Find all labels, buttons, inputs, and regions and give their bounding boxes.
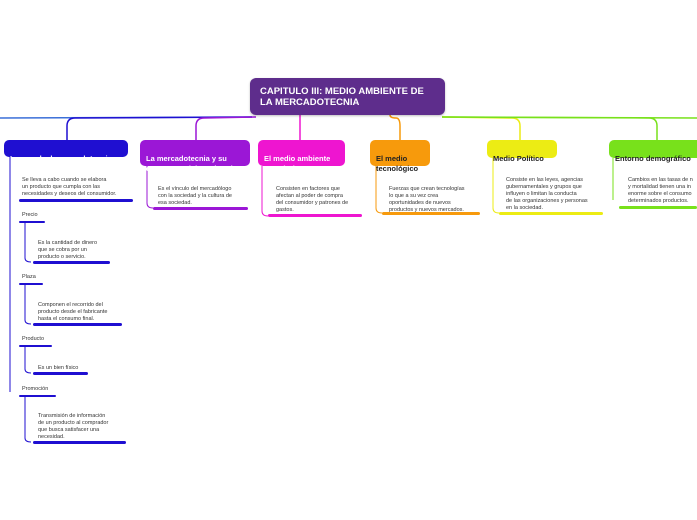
main-topic-label: El medio ambiente económico [264, 154, 331, 173]
connector-sub-promocion [24, 396, 32, 443]
description-underline [33, 261, 110, 264]
description-mezcla[interactable]: Se lleva a cabo cuando se elabora un pro… [22, 177, 117, 197]
main-topic-label: Entorno demográfico [615, 154, 691, 163]
main-topic-economico[interactable]: El medio ambiente económico [258, 140, 345, 173]
main-topic-politico[interactable]: Medio Político [487, 140, 557, 163]
subtopic-desc-precio[interactable]: Es la cantidad de dinero que se cobra po… [38, 240, 98, 260]
connector-sub-producto [24, 346, 32, 374]
description-underline [619, 206, 697, 209]
description-underline [33, 323, 122, 326]
connector-branch-5 [441, 116, 521, 140]
connector-desc-5 [492, 158, 500, 214]
main-topic-mezcla[interactable]: La mezcla de mercadotecnia [4, 140, 128, 163]
description-underline [19, 199, 133, 202]
main-topic-tecnologico[interactable]: El medio tecnológico [370, 140, 430, 173]
main-topic-label: La mezcla de mercadotecnia [10, 154, 112, 163]
description-underline [33, 372, 88, 375]
subtopic-underline [19, 221, 45, 223]
subtopic-underline [19, 345, 52, 347]
subtopic-underline [19, 283, 43, 285]
connector-desc-3 [261, 166, 269, 217]
subtopic-plaza[interactable]: Plaza [22, 274, 36, 280]
description-demografico[interactable]: Cambios en las tasas de n y mortalidad t… [628, 177, 693, 204]
central-topic[interactable]: CAPITULO III: MEDIO AMBIENTE DE LA MERCA… [250, 78, 445, 115]
subtopic-desc-promocion[interactable]: Transmisión de información de un product… [38, 413, 109, 440]
connector-sub-precio [24, 222, 32, 263]
central-topic-label: CAPITULO III: MEDIO AMBIENTE DE LA MERCA… [260, 86, 424, 108]
main-topic-label: El medio tecnológico [376, 154, 419, 173]
connector-branch-6 [441, 116, 658, 140]
main-topic-social-cultural[interactable]: La mercadotecnia y su entorno social y c… [140, 140, 250, 173]
main-topic-label: Medio Político [493, 154, 544, 163]
connector-desc-2 [146, 166, 154, 209]
subtopic-desc-plaza[interactable]: Componen el recorrido del producto desde… [38, 302, 108, 322]
description-underline [499, 212, 603, 215]
description-underline [153, 207, 248, 210]
description-politico[interactable]: Consiste en las leyes, agencias gubernam… [506, 177, 588, 211]
subtopic-desc-producto[interactable]: Es un bien físico [38, 365, 79, 371]
subtopic-promocion[interactable]: Promoción [22, 386, 49, 392]
description-underline [268, 214, 362, 217]
description-underline [33, 441, 126, 444]
description-social-cultural[interactable]: Es el vínculo del mercadólogo con la soc… [158, 186, 232, 206]
subtopic-precio[interactable]: Precio [22, 212, 38, 218]
description-tecnologico[interactable]: Fuerzas que crean tecnologías lo que a s… [389, 186, 465, 213]
connector-desc-4 [375, 166, 383, 214]
connector-sub-plaza [24, 284, 32, 325]
connector-branch-1 [66, 116, 253, 140]
connector-branch-4 [389, 114, 401, 140]
connector-branch-2 [195, 116, 257, 140]
description-economico[interactable]: Consisten en factores que afectan al pod… [276, 186, 349, 213]
main-topic-label: La mercadotecnia y su entorno social y c… [146, 154, 233, 173]
subtopic-underline [19, 395, 56, 397]
main-topic-demografico[interactable]: Entorno demográfico [609, 140, 697, 163]
subtopic-producto[interactable]: Producto [22, 336, 45, 342]
description-underline [382, 212, 480, 215]
